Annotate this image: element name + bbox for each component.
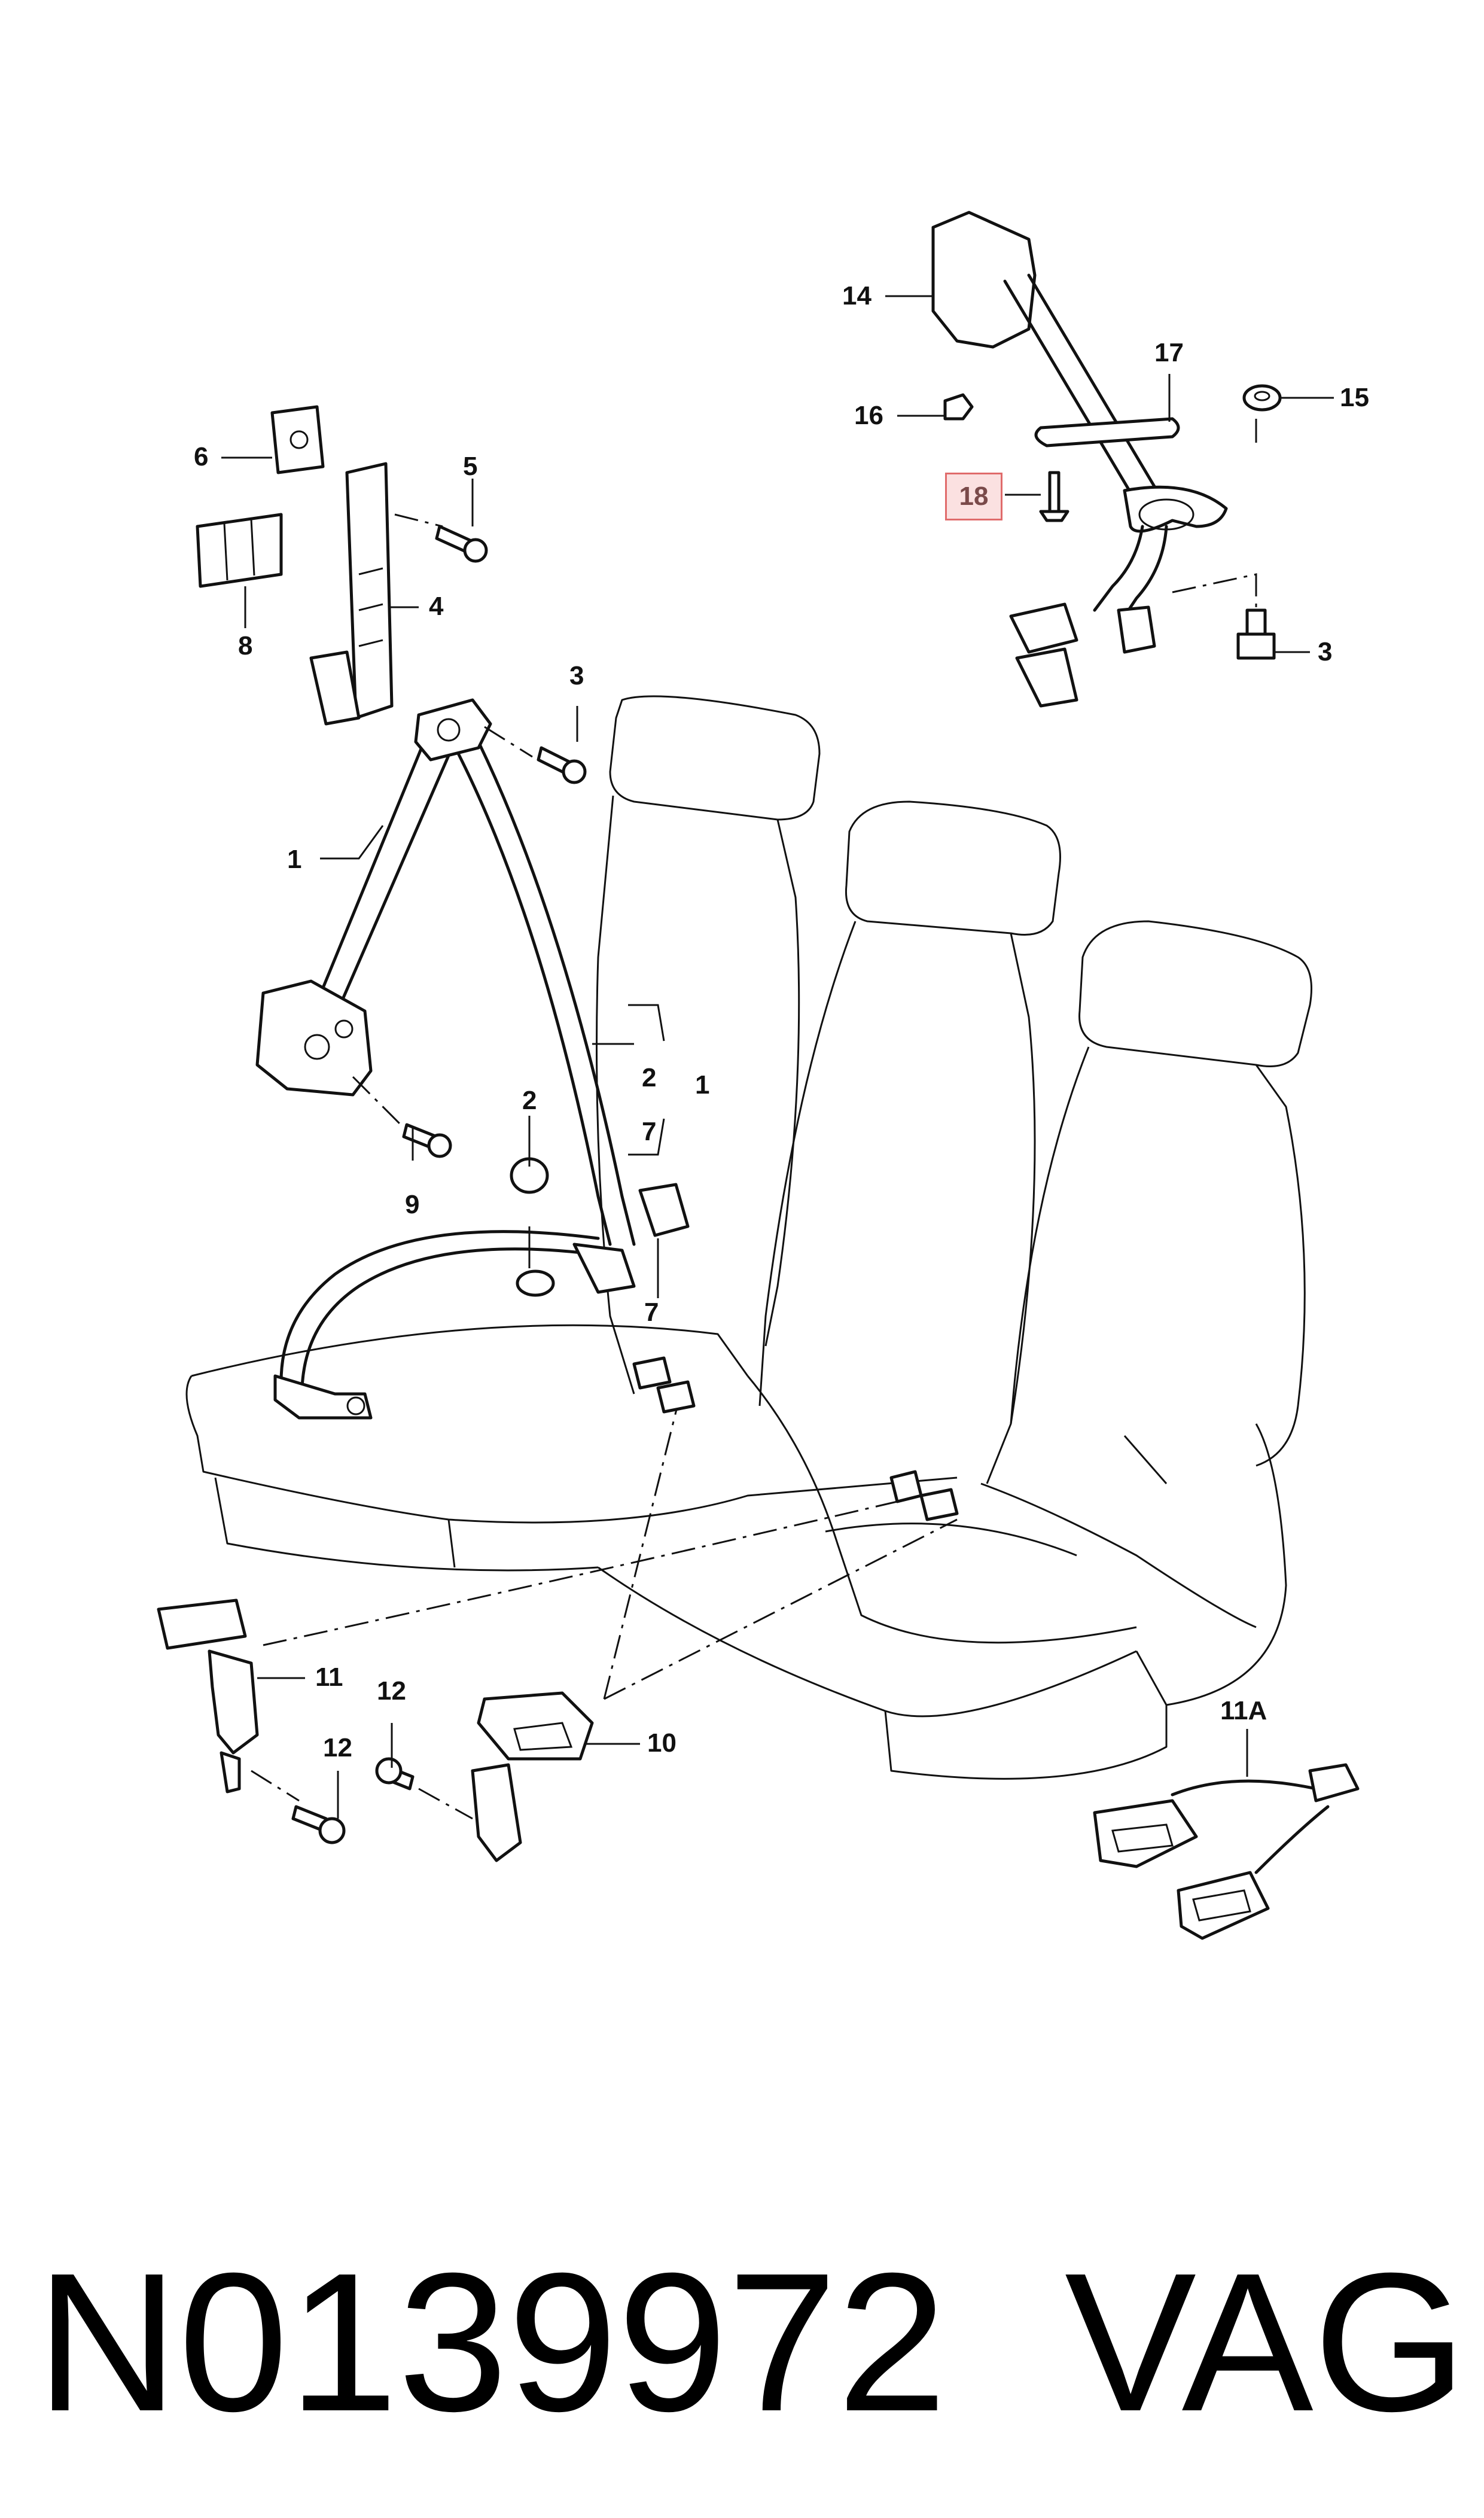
callout-12-lower: 12 (323, 1733, 352, 1762)
bolt-3-right (1236, 608, 1276, 660)
rear-seat-right (884, 920, 1312, 1780)
callout-9: 9 (405, 1190, 420, 1219)
callout-10: 10 (647, 1728, 677, 1758)
callout-3-left: 3 (569, 661, 584, 690)
brand-label: VAG (1065, 2231, 1467, 2452)
buckle-10 (471, 1691, 594, 1862)
retractor-14 (931, 211, 1162, 504)
screw-18 (1039, 471, 1069, 522)
callout-11a: 11A (1220, 1696, 1267, 1725)
retractor-1 (255, 979, 373, 1097)
bolts-left (402, 525, 587, 1158)
callout-18-highlighted: 18 (945, 473, 1002, 520)
bracket-6 (270, 405, 325, 474)
end-fitting-lap-belt (273, 1157, 636, 1420)
washer-15 (1242, 384, 1282, 412)
exploded-parts-diagram: 1 1 2 2 3 3 4 5 6 7 7 8 9 10 11 11A 12 1… (157, 211, 1369, 1940)
d-ring-guide (414, 698, 492, 762)
callout-15: 15 (1340, 383, 1369, 412)
clip-7 (638, 1183, 690, 1237)
leader-lines (221, 295, 1334, 1819)
diagram-drawing (157, 211, 1360, 1940)
callout-14: 14 (842, 281, 871, 310)
callout-1-group: 1 (695, 1070, 710, 1100)
nut-16 (943, 393, 974, 421)
height-adjuster-4 (309, 462, 394, 726)
bolts-12 (291, 1757, 415, 1844)
callout-8: 8 (238, 631, 253, 660)
anchor-plate-17 (1034, 417, 1228, 533)
callout-5: 5 (463, 452, 478, 481)
seat-latches (632, 1356, 959, 1521)
buckle-11a (1093, 1763, 1360, 1940)
callout-17: 17 (1154, 338, 1184, 367)
callout-7: 7 (644, 1298, 659, 1327)
callout-16: 16 (854, 401, 883, 430)
part-number: N0139972 (36, 2231, 947, 2452)
callout-3-right: 3 (1318, 637, 1333, 666)
rear-seat-left (185, 695, 958, 1572)
callout-2: 2 (522, 1086, 537, 1115)
callout-1: 1 (287, 845, 302, 874)
rear-seat-center (598, 800, 1137, 1718)
tongue-assembly-upper (1009, 525, 1168, 708)
callout-6: 6 (194, 442, 209, 471)
callout-4: 4 (429, 592, 444, 621)
buckle-11 (157, 1599, 259, 1794)
callout-12-upper: 12 (377, 1676, 406, 1706)
trim-clip-8 (196, 513, 283, 588)
callout-7-group: 7 (642, 1117, 657, 1146)
callout-11: 11 (315, 1663, 343, 1692)
callout-2-group: 2 (642, 1063, 657, 1092)
belt-webbing-1 (309, 722, 636, 1246)
